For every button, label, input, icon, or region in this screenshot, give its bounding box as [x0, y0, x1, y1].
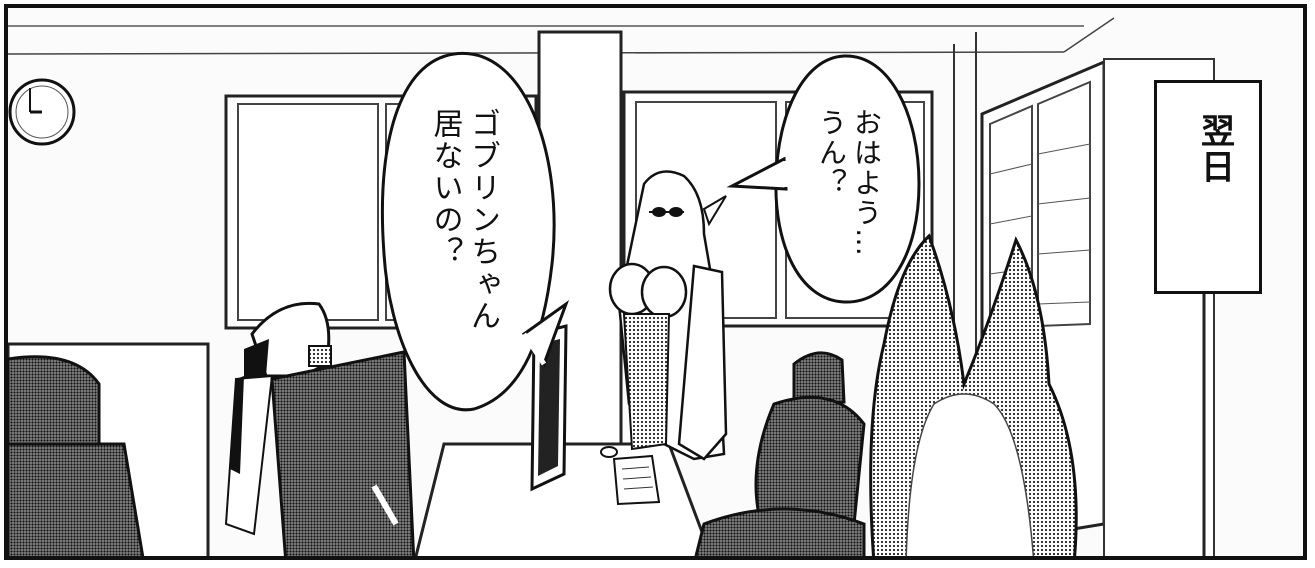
- panel-frame: ゴブリンちゃん 居ないの？ おはよう… うん？ 翌日: [4, 4, 1307, 560]
- desk-monitor: [530, 324, 568, 492]
- office-chair-right: [694, 351, 866, 556]
- speech-bubble-right: おはよう… うん？: [814, 108, 884, 308]
- wall-clock: [8, 78, 76, 146]
- seated-coworker: [224, 301, 332, 536]
- fox-ears-character: [869, 233, 1078, 556]
- caption-text: 翌日: [1194, 113, 1235, 185]
- speech-bubble-left-shape: [380, 51, 921, 412]
- bubble-right-line-2: うん？: [815, 108, 848, 198]
- speech-bubble-left: ゴブリンちゃん 居ないの？: [426, 108, 501, 408]
- monitor-back: [270, 350, 416, 556]
- keyboard: [612, 454, 661, 506]
- bubble-left-line-1: ゴブリンちゃん: [465, 108, 500, 332]
- bubble-left-line-2: 居ないの？: [427, 108, 463, 268]
- mouse: [600, 446, 618, 458]
- elf-woman: [608, 170, 728, 461]
- chair-left: [8, 355, 101, 446]
- bubble-right-line-1: おはよう…: [850, 108, 883, 258]
- caption-box: [1154, 80, 1262, 294]
